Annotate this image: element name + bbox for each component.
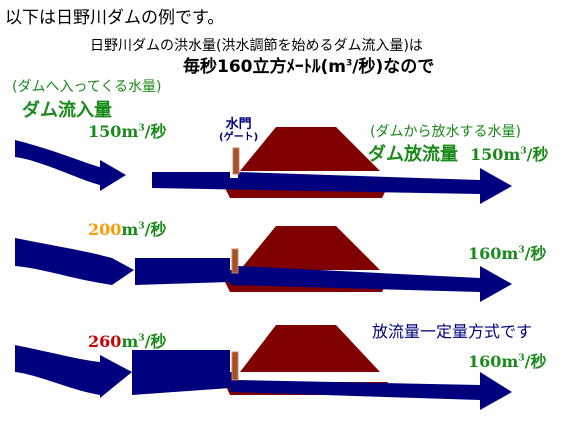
gate-label-main: 水門 <box>225 117 252 132</box>
inflow-arrow <box>15 345 132 398</box>
inflow-label: ダム流入量 <box>22 100 112 121</box>
dam-body <box>240 226 380 270</box>
flow-channel <box>132 350 230 395</box>
outflow-arrow <box>230 266 512 302</box>
flow-channel <box>135 258 230 285</box>
outflow-label: ダム放流量 <box>368 144 458 165</box>
page-title: 以下は日野川ダムの例です。 <box>5 8 225 28</box>
gate <box>231 248 239 274</box>
dam-body <box>240 127 380 171</box>
inflow-arrow <box>15 140 126 191</box>
gate <box>231 351 239 381</box>
inflow-value: 200 <box>88 220 122 239</box>
outflow-value: 160 <box>468 352 502 371</box>
outflow-note: (ダムから放水する水量) <box>370 124 521 140</box>
threshold-sup: 3 <box>345 58 353 69</box>
inflow-rate-row1: 150m3/秒 <box>88 122 167 141</box>
outflow-arrow <box>230 372 512 410</box>
inflow-value: 150 <box>88 122 122 141</box>
method-label: 放流量一定量方式です <box>372 322 533 341</box>
inflow-rate-row2: 200m3/秒 <box>88 220 167 239</box>
gate <box>232 147 240 175</box>
inflow-note: (ダムへ入ってくる水量) <box>12 79 162 95</box>
threshold-prefix: 毎秒160立方ﾒｰﾄﾙ(m <box>183 57 346 77</box>
threshold-suffix: /秒)なので <box>352 57 435 77</box>
outflow-rate-row3: 160m3/秒 <box>468 352 547 371</box>
outflow-value: 160 <box>468 244 502 263</box>
gate-label-sub: (ゲート) <box>219 132 259 143</box>
inflow-value: 260 <box>88 332 122 351</box>
outflow-value: 150 <box>470 145 504 164</box>
inflow-rate-row3: 260m3/秒 <box>88 332 167 351</box>
outflow-arrow <box>152 168 512 204</box>
subtitle: 日野川ダムの洪水量(洪水調節を始めるダム流入量)は <box>90 38 423 54</box>
gate-label: 水門 (ゲート) <box>219 118 258 144</box>
outflow-rate-row2: 160m3/秒 <box>468 244 547 263</box>
inflow-arrow <box>15 238 134 285</box>
outflow-rate-row1: 150m3/秒 <box>470 145 549 164</box>
dam-body <box>240 325 380 372</box>
flood-threshold: 毎秒160立方ﾒｰﾄﾙ(m3/秒)なので <box>183 52 434 77</box>
